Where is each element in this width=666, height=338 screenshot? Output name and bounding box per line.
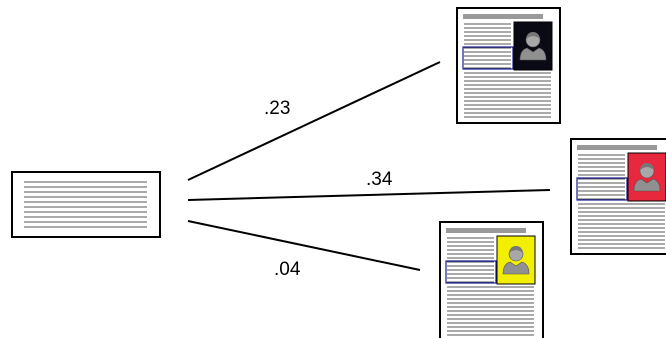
link-lines xyxy=(187,61,551,271)
result-document-top xyxy=(456,7,561,124)
link-line-bottom xyxy=(187,220,421,271)
link-label-right: .34 xyxy=(366,169,393,190)
link-label-bottom: .04 xyxy=(274,259,301,280)
query-document xyxy=(11,171,161,238)
result-document-bottom xyxy=(439,221,544,338)
query-text-lines xyxy=(24,181,147,228)
result-document-right xyxy=(570,138,666,255)
link-label-top: .23 xyxy=(264,98,290,119)
link-line-right xyxy=(187,189,551,201)
link-line-top xyxy=(187,61,441,181)
